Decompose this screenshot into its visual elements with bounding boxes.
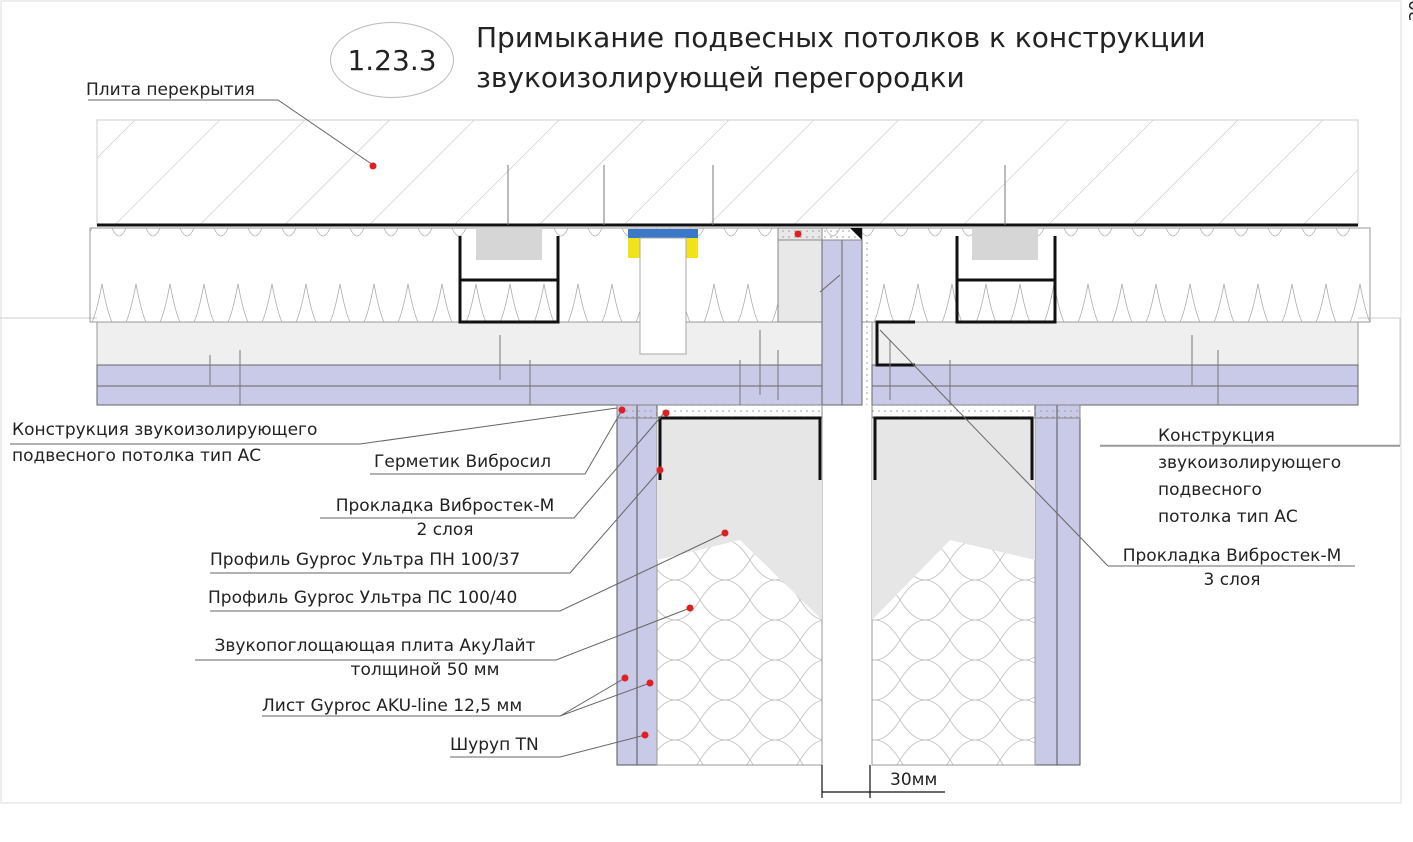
label-screw: Шуруп TN (450, 735, 539, 755)
label-gasket-3: Прокладка Вибростек-М 3 слоя (1106, 544, 1358, 592)
page-title: Примыкание подвесных потолков к конструк… (476, 18, 1206, 98)
label-ceiling-right-2: звукоизолирующего (1158, 453, 1342, 473)
label-gasket-2-line1: Прокладка Вибростек-М (335, 496, 555, 516)
label-ceiling-right-1: Конструкция (1158, 426, 1275, 446)
ceiling-boards-left (96, 364, 823, 406)
label-gasket-2: Прокладка Вибростек-М 2 слоя (320, 494, 570, 542)
label-profile-ps: Профиль Gyproc Ультра ПС 100/40 (208, 588, 518, 608)
floor-slab (96, 119, 1359, 226)
label-plate-line2: толщиной 50 мм (350, 660, 500, 680)
section-number-badge: 1.23.3 (330, 22, 454, 98)
sheet-border (0, 0, 1402, 804)
label-gasket-3-line1: Прокладка Вибростек-М (1122, 546, 1342, 566)
label-gasket-2-line2: 2 слоя (416, 520, 474, 540)
label-ceiling-right-4: потолка тип АС (1158, 507, 1298, 527)
label-ceiling-left-1: Конструкция звукоизолирующего (12, 420, 318, 440)
label-slab: Плита перекрытия (86, 80, 255, 100)
label-profile-pn: Профиль Gyproc Ультра ПН 100/37 (210, 550, 521, 570)
label-ceiling-left-2: подвесного потолка тип АС (12, 446, 262, 466)
title-line-2: звукоизолирующей перегородки (476, 61, 965, 94)
title-line-1: Примыкание подвесных потолков к конструк… (476, 21, 1206, 54)
ceiling-insulation (89, 227, 1371, 323)
label-ceiling-right-3: подвесного (1158, 480, 1262, 500)
page-number: 30 (1407, 0, 1413, 22)
marker-dots (369, 162, 802, 739)
gap-dimension: 30мм (890, 770, 938, 790)
label-gasket-3-line2: 3 слоя (1203, 570, 1261, 590)
label-ceiling-right: Конструкция звукоизолирующего подвесного… (1158, 423, 1341, 531)
ceiling-boards-right (871, 364, 1359, 406)
label-sheet: Лист Gyproc AKU-line 12,5 мм (262, 696, 523, 716)
label-plate-line1: Звукопоглощающая плита АкуЛайт (214, 636, 536, 656)
label-sealant: Герметик Вибросил (374, 452, 552, 472)
label-acoustic-plate: Звукопоглощающая плита АкуЛайт толщиной … (190, 634, 560, 682)
